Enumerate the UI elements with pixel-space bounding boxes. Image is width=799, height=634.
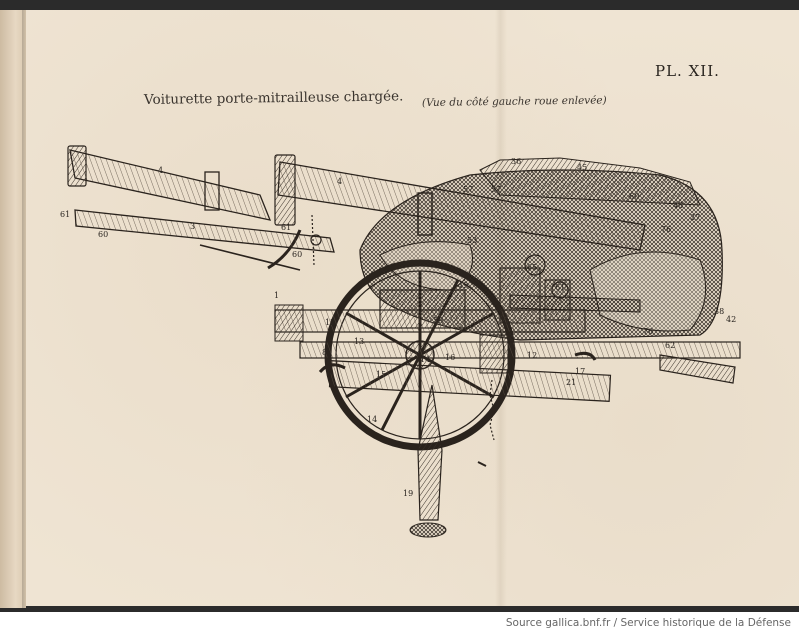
callout-label: 57 xyxy=(463,185,473,194)
callout-label: 12 xyxy=(325,318,335,327)
callout-label: 8 xyxy=(322,348,327,357)
callout-label: 42 xyxy=(726,315,736,324)
callout-label: 21 xyxy=(566,378,576,387)
callout-label: 61 xyxy=(281,223,291,232)
callout-label: 36 xyxy=(511,157,521,166)
callout-label: 19 xyxy=(403,489,413,498)
callout-label: 12 xyxy=(527,351,537,360)
callout-label: 3 xyxy=(190,222,195,231)
callout-label: 61 xyxy=(555,283,565,292)
callout-label: 13 xyxy=(354,337,364,346)
callout-label: 38 xyxy=(714,307,724,316)
source-credit: Source gallica.bnf.fr / Service historiq… xyxy=(505,617,791,629)
callout-label: 45 xyxy=(577,163,587,172)
plate-number: PL. XII. xyxy=(655,62,720,80)
callout-label: 65 xyxy=(527,263,537,272)
callout-label: 27 xyxy=(690,213,700,222)
callout-label: 49 xyxy=(458,281,468,290)
footer-bar xyxy=(0,612,799,634)
callout-label: 60 xyxy=(292,250,302,259)
support-leg xyxy=(409,384,447,538)
callout-label: 1 xyxy=(274,291,279,300)
callout-label: 4 xyxy=(337,177,342,186)
callout-label: 76 xyxy=(643,327,653,336)
callout-label: 16 xyxy=(445,353,455,362)
callout-label: 53 xyxy=(467,236,477,245)
gun-barrels xyxy=(67,145,646,266)
callout-label: 48 xyxy=(673,201,683,210)
callout-label: 14 xyxy=(367,415,377,424)
callout-label: 62 xyxy=(665,341,675,350)
facing-page-edge xyxy=(0,10,26,608)
callout-label: 15 xyxy=(376,370,386,379)
callout-label: 60 xyxy=(629,192,639,201)
callout-label: 17 xyxy=(575,367,585,376)
callout-label: 14 xyxy=(420,355,430,364)
callout-label: 59 xyxy=(433,316,443,325)
callout-label: 61 xyxy=(60,210,70,219)
machine-gun-cart-engraving: 4 4 3 61 60 61 60 36 45 57 57 60 48 27 7… xyxy=(60,145,741,538)
callout-label: 57 xyxy=(491,185,501,194)
callout-labels: 4 4 3 61 60 61 60 36 45 57 57 60 48 27 7… xyxy=(60,157,736,498)
callout-label: 4 xyxy=(158,166,163,175)
binding-shadow xyxy=(22,10,27,608)
callout-label: 60 xyxy=(98,230,108,239)
callout-label: 76 xyxy=(661,225,671,234)
breech-mechanisms xyxy=(499,254,641,324)
